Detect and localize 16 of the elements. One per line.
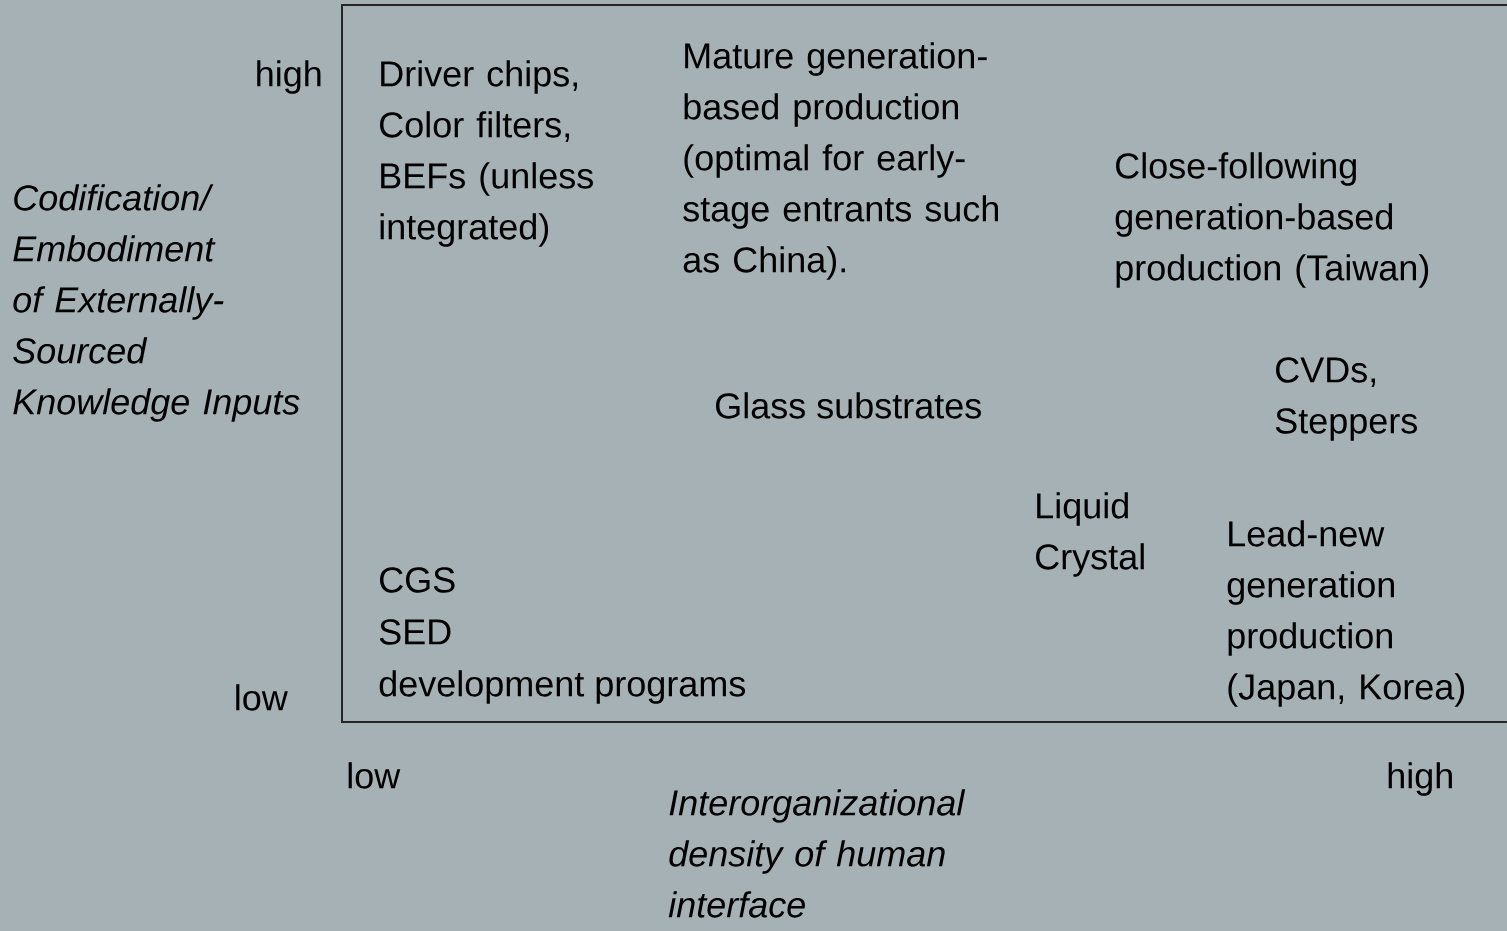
axis-level-label: high — [1388, 762, 1452, 796]
quadrant-text: CVDs, Steppers — [1275, 357, 1417, 441]
quadrant-text: Glass substrates — [716, 392, 981, 419]
quadrant-text: Lead-new generation production (Japan, Korea) — [1227, 520, 1465, 707]
axis-level-label: high — [257, 60, 321, 94]
quadrant-text: Driver chips, Color filters, BEFs (unless integrated) — [380, 60, 593, 247]
axis-level-label: low — [348, 762, 401, 789]
axis-title: Codification/ Embodiment of Externally-Sourced Knowledge Inputs — [13, 184, 300, 422]
quadrant-text: SED — [379, 619, 451, 645]
quadrant-text: Liquid Crystal — [1036, 492, 1144, 577]
quadrant-text: Mature generation-based production (optimal for early-stage entrants such as China). — [683, 42, 998, 280]
axis-level-label: low — [236, 684, 288, 711]
axis-title: Interorganizational density of human interface — [668, 789, 966, 918]
quadrant-text: CGS — [380, 567, 455, 593]
quadrant-text: development programs — [379, 670, 745, 704]
quadrant-text: Close-following generation-based production (Taiwan) — [1115, 152, 1429, 288]
